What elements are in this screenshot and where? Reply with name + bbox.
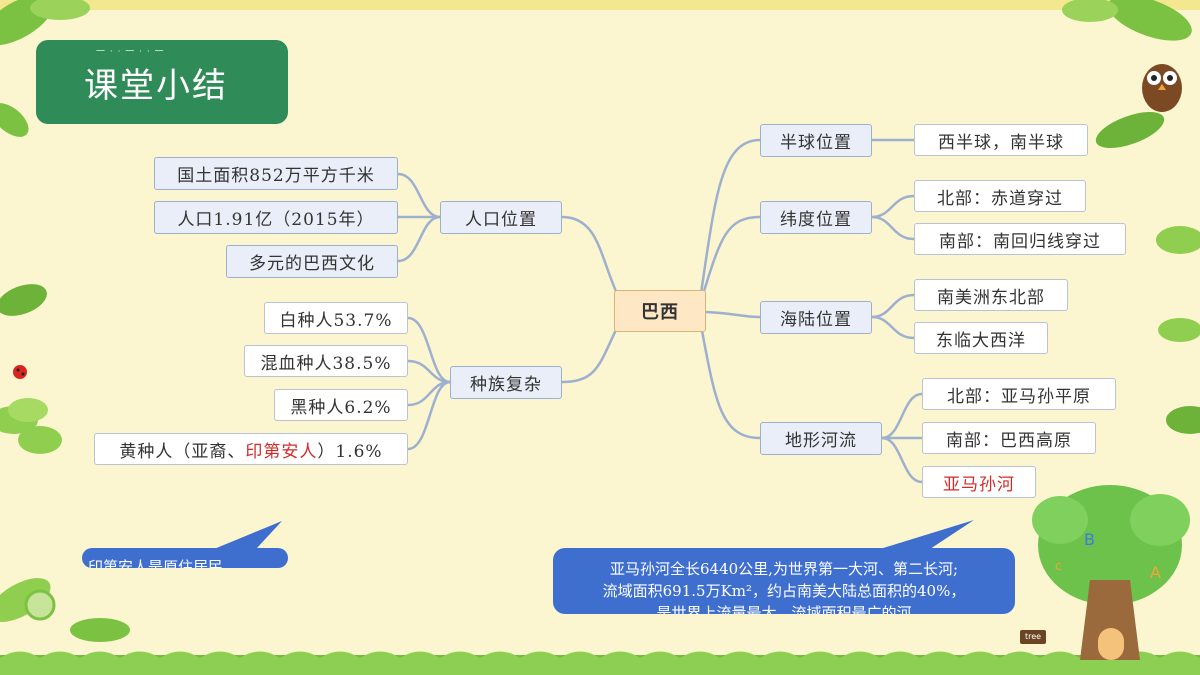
tree-sign: tree [1020,630,1046,644]
leaf-terrain-south[interactable]: 南部：巴西高原 [922,422,1096,454]
leaf-decoration-top-left [0,0,90,454]
leaf-amazon-river[interactable]: 亚马孙河 [922,466,1036,498]
callout-amazon-line-3: 是世界上流量最大、流域面积最广的河 [656,604,912,614]
svg-text:c: c [1055,559,1062,573]
leaf-yellow[interactable]: 黄种人（亚裔、印第安人）1.6% [94,433,408,465]
branch-population-location[interactable]: 人口位置 [440,201,562,234]
grass-border-bottom [0,651,1200,675]
title-decoration: 一 · · 一 · · 一 [96,47,165,57]
leaf-black[interactable]: 黑种人6.2% [274,389,408,421]
leaf-white[interactable]: 白种人53.7% [264,302,408,334]
center-node[interactable]: 巴西 [614,290,706,332]
page-title: 课堂小结 [84,66,228,106]
leaf-culture[interactable]: 多元的巴西文化 [226,245,398,278]
tree-illustration: B A c [1032,485,1190,660]
leaf-decoration-bottom-left [0,578,130,642]
ladybug-illustration [13,365,27,379]
branch-terrain-rivers[interactable]: 地形河流 [760,422,882,455]
leaf-decoration-top-right [1062,0,1200,434]
leaf-yellow-highlight: 印第安人 [245,441,318,462]
callout-indigenous: 印第安人是原住居民 [82,548,288,568]
callout-amazon-line-2: 流域面积691.5万Km²，约占南美大陆总面积的40%， [602,582,966,600]
svg-text:A: A [1150,563,1161,582]
leaf-latitude-north[interactable]: 北部：赤道穿过 [914,180,1086,212]
branch-land-sea[interactable]: 海陆位置 [760,301,872,334]
branch-hemisphere[interactable]: 半球位置 [760,124,872,157]
callout-amazon: 亚马孙河全长6440公里,为世界第一大河、第二长河; 流域面积691.5万Km²… [553,548,1015,614]
branch-latitude[interactable]: 纬度位置 [760,201,872,234]
owl-illustration [1142,64,1182,112]
branch-ethnic-complexity[interactable]: 种族复杂 [450,366,562,399]
callout-amazon-line-1: 亚马孙河全长6440公里,为世界第一大河、第二长河; [610,560,958,578]
leaf-terrain-north[interactable]: 北部：亚马孙平原 [922,378,1116,410]
leaf-land-sea-2[interactable]: 东临大西洋 [914,322,1048,354]
leaf-latitude-south[interactable]: 南部：南回归线穿过 [914,223,1126,255]
leaf-population[interactable]: 人口1.91亿（2015年） [154,201,398,234]
leaf-area[interactable]: 国土面积852万平方千米 [154,157,398,190]
leaf-yellow-suffix: ）1.6% [317,441,383,462]
leaf-hemisphere[interactable]: 西半球，南半球 [914,124,1088,156]
leaf-land-sea-1[interactable]: 南美洲东北部 [914,279,1068,311]
leaf-mixed[interactable]: 混血种人38.5% [244,345,408,377]
title-banner: 一 · · 一 · · 一 课堂小结 [36,40,288,124]
svg-text:B: B [1084,530,1095,549]
leaf-yellow-prefix: 黄种人（亚裔、 [119,441,246,462]
